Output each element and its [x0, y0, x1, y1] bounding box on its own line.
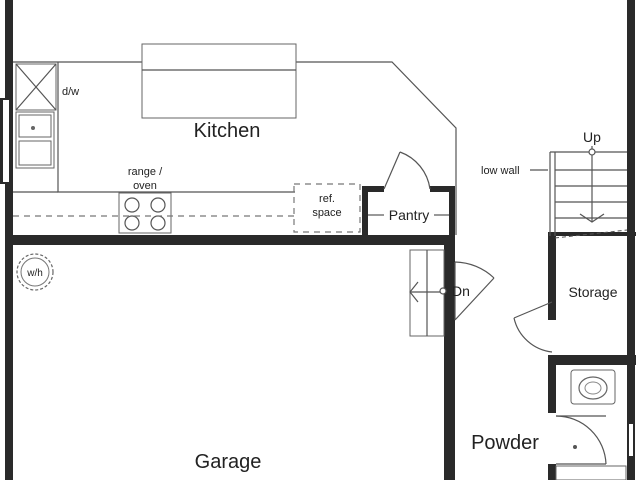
range-label-line2: oven	[133, 180, 157, 192]
pantry-top-wall-right	[430, 186, 455, 192]
pantry-door	[383, 151, 431, 190]
ref-label-line2: space	[312, 207, 341, 219]
pantry-left-wall	[362, 186, 368, 238]
kitchen-garage-wall	[5, 235, 455, 245]
kitchen-sink	[15, 111, 55, 169]
water-heater-label: w/h	[26, 268, 43, 279]
fridge-space	[293, 183, 361, 233]
garage-label: Garage	[195, 451, 262, 473]
water-heater	[16, 253, 54, 291]
stairs-down	[409, 249, 447, 337]
garage-door-swing	[454, 261, 495, 321]
stairs-up	[549, 146, 628, 239]
kitchen-window	[3, 100, 9, 182]
pantry-label: Pantry	[389, 207, 429, 223]
ref-label-line1: ref.	[319, 193, 335, 205]
dishwasher-label: d/w	[62, 86, 79, 98]
kitchen-label: Kitchen	[194, 120, 261, 142]
stairs-down-label: Dn	[452, 283, 470, 299]
powder-left-wall	[548, 365, 556, 413]
dishwasher	[15, 63, 57, 111]
powder-vanity	[555, 465, 627, 481]
low-wall-label: low wall	[481, 165, 520, 177]
powder-toilet	[570, 369, 616, 405]
kitchen-island	[141, 43, 297, 119]
range-label-line1: range /	[128, 166, 163, 178]
powder-left-wall-lower	[548, 464, 556, 480]
storage-door	[513, 301, 553, 353]
storage-label: Storage	[568, 284, 617, 300]
powder-door	[555, 415, 607, 465]
storage-left-wall	[548, 232, 556, 320]
powder-window	[629, 424, 633, 456]
pantry-right-wall	[449, 186, 455, 238]
right-exterior-wall	[627, 0, 635, 480]
range-oven	[118, 192, 172, 234]
storage-powder-wall	[548, 355, 636, 365]
pantry-top-wall-left	[362, 186, 384, 192]
powder-label: Powder	[471, 432, 539, 454]
garage-right-wall	[444, 235, 455, 480]
stairs-up-label: Up	[583, 129, 601, 145]
